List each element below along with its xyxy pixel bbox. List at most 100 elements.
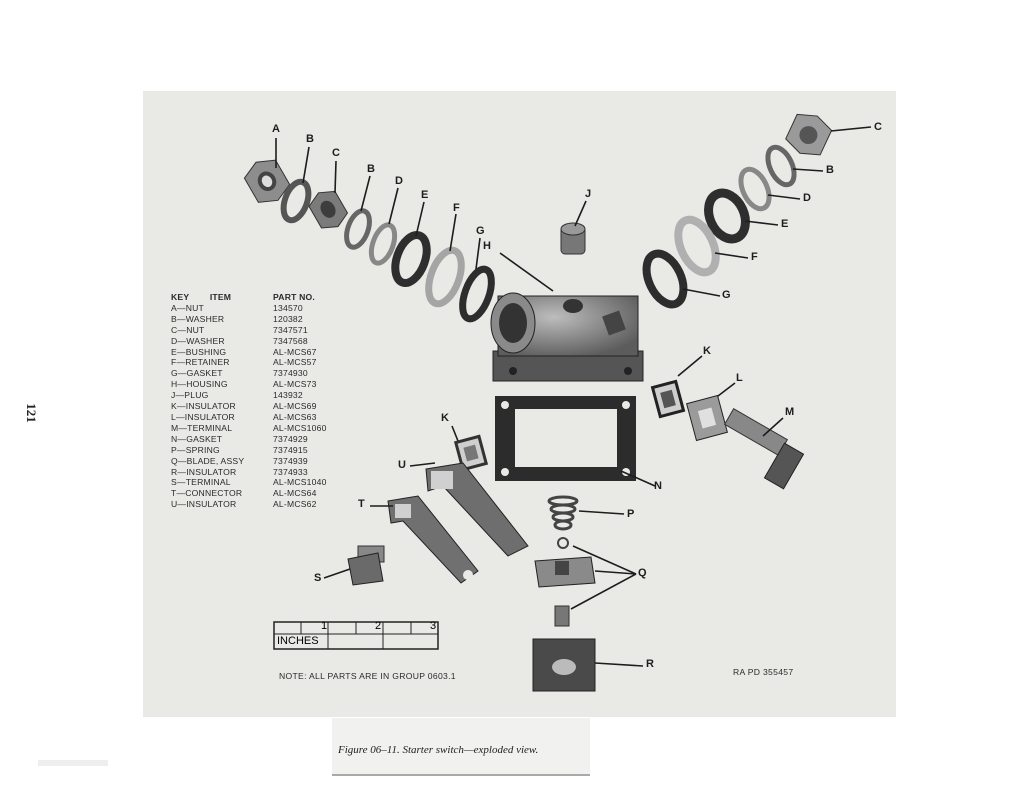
parts-group-note: NOTE: ALL PARTS ARE IN GROUP 0603.1 — [279, 671, 456, 681]
key-part-number: 7374915 — [273, 444, 308, 455]
scale-tick-2: 2 — [375, 620, 382, 632]
key-item: G—GASKET — [171, 368, 223, 379]
insulator-l — [686, 394, 728, 442]
bushing-e2 — [704, 188, 750, 244]
scale-tick-1: 1 — [321, 620, 328, 632]
retainer-f1 — [425, 246, 465, 308]
callout-p: P — [627, 508, 635, 520]
gasket-g1 — [459, 265, 495, 323]
key-table-row: J—PLUG 143932 — [171, 390, 327, 401]
key-part-number: 143932 — [273, 390, 303, 401]
washer-b2 — [344, 208, 372, 250]
nut-c1 — [308, 190, 349, 229]
key-part-number: 7347568 — [273, 335, 308, 346]
washer-b3 — [765, 144, 797, 188]
callout-k: K — [441, 412, 449, 424]
key-header-item: KEY ITEM — [171, 292, 232, 302]
inch-scale: 1 2 3 INCHES — [273, 620, 440, 651]
callout-l: L — [736, 372, 743, 384]
scale-tick-3: 3 — [430, 620, 437, 632]
callout-h: H — [483, 240, 491, 252]
callout-r: R — [646, 658, 654, 670]
callout-g: G — [722, 289, 731, 301]
insulator-r — [532, 638, 596, 692]
callout-b: B — [367, 163, 375, 175]
key-item: B—WASHER — [171, 313, 225, 324]
key-item: M—TERMINAL — [171, 422, 233, 433]
key-table-row: D—WASHER 7347568 — [171, 336, 327, 347]
leader-lines — [275, 126, 872, 667]
plug-j — [560, 222, 586, 255]
insulator-u — [425, 462, 529, 557]
key-part-number: 7374939 — [273, 455, 308, 466]
key-item: R—INSULATOR — [171, 466, 237, 477]
key-table-row: L—INSULATOR AL-MCS63 — [171, 412, 327, 423]
callout-a: A — [272, 123, 280, 135]
key-item: L—INSULATOR — [171, 411, 235, 422]
callout-f: F — [453, 202, 460, 214]
key-part-number: AL-MCS1040 — [273, 477, 327, 488]
key-part-number: 7374929 — [273, 433, 308, 444]
key-item: E—BUSHING — [171, 346, 227, 357]
gasket-g2 — [642, 249, 688, 309]
reference-code: RA PD 355457 — [733, 667, 794, 677]
washer-d1 — [368, 222, 398, 266]
insulator-k2 — [453, 434, 489, 472]
key-table-row: K—INSULATOR AL-MCS69 — [171, 401, 327, 412]
callout-g: G — [476, 225, 485, 237]
housing-h — [490, 292, 644, 382]
insulator-k1 — [650, 379, 686, 419]
key-item: F—RETAINER — [171, 357, 230, 368]
key-item: S—TERMINAL — [171, 477, 231, 488]
nut-c2 — [785, 113, 833, 156]
key-part-number: AL-MCS57 — [273, 357, 317, 368]
callout-u: U — [398, 459, 406, 471]
callout-b: B — [826, 164, 834, 176]
key-item: C—NUT — [171, 324, 205, 335]
key-item: T—CONNECTOR — [171, 488, 243, 499]
figure-caption: Figure 06–11. Starter switch—exploded vi… — [338, 744, 539, 756]
key-item: N—GASKET — [171, 433, 223, 444]
key-part-number: 7347571 — [273, 324, 308, 335]
key-table-row: N—GASKET 7374929 — [171, 434, 327, 445]
parts-illustration — [243, 113, 872, 692]
key-item: Q—BLADE, ASSY — [171, 455, 245, 466]
connector-t — [387, 495, 479, 584]
key-table-row: R—INSULATOR 7374933 — [171, 467, 327, 478]
callout-e: E — [421, 189, 429, 201]
gasket-n — [495, 396, 636, 481]
key-part-number: 134570 — [273, 302, 303, 313]
key-table-header: KEY ITEM PART NO. — [171, 292, 327, 303]
key-part-number: AL-MCS64 — [273, 488, 317, 499]
key-part-number: 7374933 — [273, 466, 308, 477]
key-item: A—NUT — [171, 302, 204, 313]
key-item: K—INSULATOR — [171, 401, 236, 412]
key-part-number: AL-MCS73 — [273, 379, 317, 390]
key-item: J—PLUG — [171, 390, 209, 401]
key-part-number: AL-MCS63 — [273, 411, 317, 422]
scale-unit: INCHES — [277, 635, 319, 647]
callout-c: C — [874, 121, 882, 133]
blade-assy-q — [534, 537, 596, 627]
callout-n: N — [654, 480, 662, 492]
key-part-number: AL-MCS62 — [273, 499, 317, 510]
exploded-view-plate: A B C B D E F G J H C B D E F G K L M K … — [143, 91, 896, 717]
key-table-row: T—CONNECTOR AL-MCS64 — [171, 488, 327, 499]
key-table-row: Q—BLADE, ASSY 7374939 — [171, 456, 327, 467]
spring-p — [547, 495, 579, 531]
callout-c: C — [332, 147, 340, 159]
key-table-row: H—HOUSING AL-MCS73 — [171, 379, 327, 390]
caption-panel — [332, 718, 590, 776]
key-part-number: AL-MCS69 — [273, 401, 317, 412]
key-table-row: A—NUT 134570 — [171, 303, 327, 314]
callout-d: D — [395, 175, 403, 187]
key-item: H—HOUSING — [171, 379, 228, 390]
callout-k: K — [703, 345, 711, 357]
key-header-part: PART NO. — [273, 292, 316, 302]
key-item: D—WASHER — [171, 335, 225, 346]
key-table-row: F—RETAINER AL-MCS57 — [171, 357, 327, 368]
